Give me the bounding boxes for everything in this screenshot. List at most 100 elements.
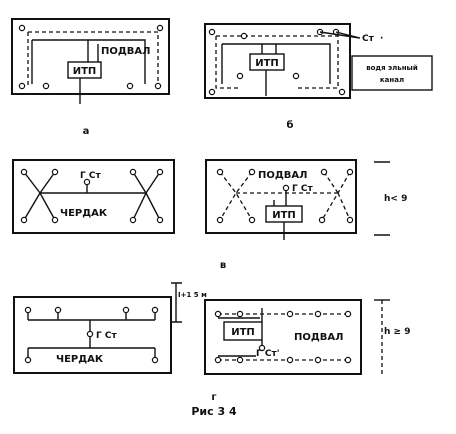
panel-g-basement-riser-node: [344, 310, 352, 318]
panel-v-basement-riser-node: [346, 168, 354, 176]
panel-a-building-outline: [11, 18, 170, 95]
panel-g-basement-riser-node: [236, 310, 244, 318]
panel-v-attic-riser-node: [20, 168, 28, 176]
panel-b-st-label: Ст: [362, 34, 375, 44]
panel-b-channel-label-line1: водя эльный: [366, 64, 418, 72]
panel-v-basement-gst-label: Г Ст: [292, 184, 313, 194]
panel-a-feeder-lines: [87, 40, 99, 62]
height-marker-v: h< 9: [374, 161, 407, 236]
height-note-g: I+1 5 м: [171, 282, 207, 323]
panel-b-itp-box: [249, 53, 285, 71]
panel-b-caption: б: [287, 119, 294, 131]
panel-v-attic-outline: [12, 159, 175, 234]
panel-a-riser-node: [154, 82, 162, 90]
panel-g-basement-main-riser-node: [258, 344, 266, 352]
panel-g-caption: г: [211, 392, 216, 403]
panel-a-riser-node: [126, 82, 134, 90]
panel-v-basement-riser-node: [248, 168, 256, 176]
panel-b-itp-label: ИТП: [255, 58, 279, 69]
panel-v-basement-outline: [205, 159, 357, 234]
panel-g-attic-riser-node: [151, 306, 159, 314]
panel-v-attic-right-branches: [132, 171, 161, 221]
panel-g-basement-outline: [204, 299, 362, 375]
panel-v-basement-itp-box: [265, 205, 303, 223]
panel-v-attic-riser-node: [51, 168, 59, 176]
panel-b-riser-node: [236, 72, 244, 80]
panel-b-supply-loop: [221, 43, 331, 84]
panel-v-basement-riser-node: [216, 216, 224, 224]
panel-v-basement-main-riser-node: [282, 184, 290, 192]
panel-v-basement-riser-node: [248, 216, 256, 224]
panel-a: ИТП ПОДВАЛ а: [11, 18, 170, 137]
panel-v-attic-riser-node: [129, 168, 137, 176]
panel-a-riser-node: [18, 24, 26, 32]
panel-b-riser-node: [208, 28, 216, 36]
panel-g-basement-itp-label: ИТП: [231, 327, 255, 338]
panel-g-attic-upper-main: [27, 310, 156, 321]
panel-v-basement-riser-node: [320, 168, 328, 176]
panel-b-riser-node: [208, 88, 216, 96]
panel-a-riser-node: [18, 82, 26, 90]
panel-a-riser-node: [156, 24, 164, 32]
panel-v-attic-label: ЧЕРДАК: [60, 208, 108, 219]
height-note-g-label: I+1 5 м: [178, 291, 207, 299]
panel-v-basement: Г Ст ПОДВАЛ ИТП: [205, 159, 357, 240]
panel-b-dashed-loop: [215, 35, 339, 89]
panel-b-st-leader: [319, 31, 361, 39]
panel-g-attic-riser-node: [151, 356, 159, 364]
panel-v-attic-riser-node: [156, 168, 164, 176]
panel-a-caption: а: [83, 126, 90, 137]
panel-v-basement-itp-label: ИТП: [272, 210, 296, 221]
height-marker-v-ticks: [374, 161, 390, 236]
panel-a-riser-node: [42, 82, 50, 90]
panel-v-basement-label: ПОДВАЛ: [258, 170, 307, 181]
panel-g-basement-gst-label: Г Ст': [256, 349, 279, 359]
panel-v-attic-main-riser-node: [83, 178, 91, 186]
panel-g-basement-riser-node: [286, 310, 294, 318]
panel-b-feeder-lines: [261, 44, 277, 54]
panel-v-attic-riser-node: [20, 216, 28, 224]
panel-v-basement-riser-line: [273, 188, 287, 206]
panel-g-attic-riser-node: [24, 306, 32, 314]
svg-text:·: ·: [380, 34, 383, 44]
panel-b-riser-node: [240, 32, 248, 40]
panel-g-basement-riser-node: [286, 356, 294, 364]
panel-b: ИТП Ст · водя эльный канал б: [204, 23, 433, 131]
panel-g-attic: Г Ст ЧЕРДАК: [13, 296, 172, 374]
panel-g-basement: ИТП ПОДВАЛ Г Ст': [204, 299, 362, 375]
panel-v-attic-riser-node: [51, 216, 59, 224]
panel-a-supply-loop: [31, 39, 146, 84]
panel-g-basement-riser-node: [314, 356, 322, 364]
panel-g-attic-riser-node: [24, 356, 32, 364]
panel-v-basement-riser-node: [346, 216, 354, 224]
height-marker-g-label: h ≥ 9: [384, 327, 410, 337]
height-marker-v-label: h< 9: [384, 194, 407, 204]
panel-b-building-outline: [204, 23, 351, 99]
panel-a-itp-box: [67, 61, 102, 79]
panel-g-attic-riser-node: [54, 306, 62, 314]
panel-b-riser-node: [292, 72, 300, 80]
panel-a-basement-label: ПОДВАЛ: [101, 46, 150, 57]
panel-g-attic-outline: [13, 296, 172, 374]
panel-v-basement-dashed-branches: [219, 171, 351, 221]
panel-v-attic-riser-node: [156, 216, 164, 224]
panel-g-basement-label: ПОДВАЛ: [294, 332, 343, 343]
panel-g-basement-supply-lines: [218, 317, 260, 357]
panel-b-channel-label-line2: канал: [380, 76, 404, 84]
panel-b-riser-node: [338, 88, 346, 96]
height-note-g-bracket: [171, 282, 182, 323]
panel-g-basement-riser-node: [214, 356, 222, 364]
panel-g-attic-label: ЧЕРДАК: [56, 354, 104, 365]
panel-a-dashed-loop: [27, 31, 159, 86]
panel-g-basement-itp-box: [223, 321, 263, 341]
figure-caption: Рис 3 4: [191, 405, 237, 418]
panel-v-basement-riser-node: [318, 216, 326, 224]
panel-v-basement-riser-node: [216, 168, 224, 176]
panel-v-attic-gst-label: Г Ст: [80, 171, 101, 181]
height-marker-g: h ≥ 9: [374, 299, 410, 376]
panel-g-basement-riser-node: [214, 310, 222, 318]
panel-g-basement-riser-node: [344, 356, 352, 364]
panel-g-attic-main-riser-node: [86, 330, 94, 338]
panel-g-basement-riser-node: [314, 310, 322, 318]
